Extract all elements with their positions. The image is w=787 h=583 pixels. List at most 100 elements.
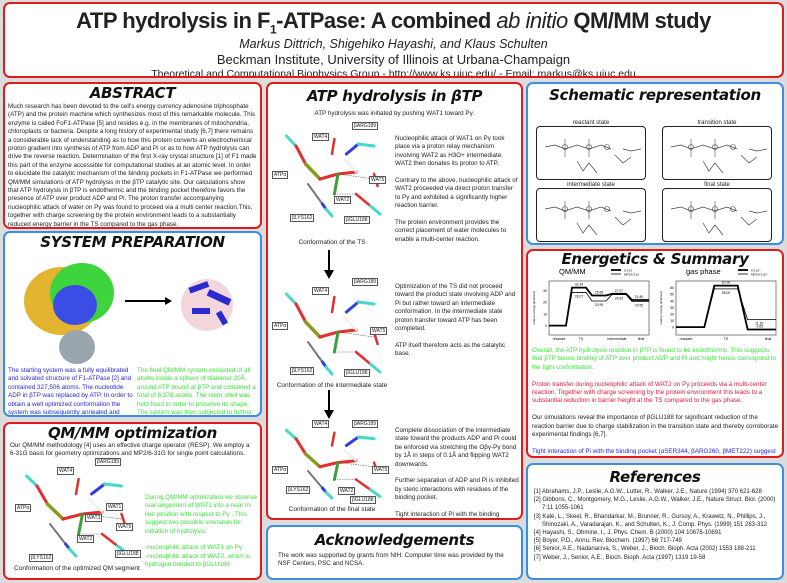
energetics-title: Energetics & Summary xyxy=(561,250,749,268)
label-wat5: WAT5 xyxy=(370,327,388,335)
title-part: -ATPase: A combined xyxy=(276,8,497,33)
x-tick-label: intermediate xyxy=(607,337,626,341)
y-tick-label: 30 xyxy=(543,289,547,293)
down-arrow-icon xyxy=(324,250,334,279)
label-glu188: βGLU188 xyxy=(115,550,141,558)
data-label: 25.68 xyxy=(595,290,603,294)
schematic-state-label: final state xyxy=(704,182,730,188)
reference-item: [1] Abrahams, J.P., Leslie, A.G.W., Lutt… xyxy=(534,489,762,495)
qmmm-title: QM/MM optimization xyxy=(47,424,218,442)
data-label: 62.96 xyxy=(722,281,730,285)
y-tick-label: 40 xyxy=(670,299,674,303)
qmmm-intro: Our QM/MM methodology [4] uses an effect… xyxy=(10,442,250,458)
intermediate-para: Optimization of the TS did not proceed t… xyxy=(395,283,516,333)
qmmm-caption: Conformation of the optimized QM segment xyxy=(14,565,140,572)
x-tick-label: reactant xyxy=(553,337,566,341)
system-left-text: The starting system was a fully equilibr… xyxy=(8,367,133,417)
ts-para: Contrary to the above, nucleophilic atta… xyxy=(395,177,518,210)
title-italic: ab initio xyxy=(496,8,568,33)
schematic-structure-drawing xyxy=(662,188,772,242)
final-caption: Conformation of the final state xyxy=(288,506,376,513)
data-label: 58.00 xyxy=(722,291,730,295)
summary-para-binding-pocket: Tight interaction of Pi with the binding… xyxy=(532,447,776,455)
final-figure: WAT4 βARG189 ATPα WAT5 WAT2 βLYS162 βGLU… xyxy=(272,420,392,505)
hydrolysis-intro: ATP hydrolysis was initiated by pushing … xyxy=(314,110,475,117)
ack-title: Acknowledgements xyxy=(314,531,475,549)
qmmm-green-text: During QM/MM optimization we observe rea… xyxy=(145,494,257,570)
label-atpa: ATPα xyxy=(272,466,289,474)
label-lys162: βLYS162 xyxy=(286,486,311,494)
ack-text: The work was supported by grants from NI… xyxy=(278,552,504,568)
summary-para-proton-transfer: Proton transfer during nucleophilic atta… xyxy=(532,380,767,405)
schematic-structure-drawing xyxy=(536,188,646,242)
x-tick-label: final xyxy=(765,337,772,341)
ts-para: The protein environment provides the cor… xyxy=(395,219,507,243)
data-label: 26.43 xyxy=(615,297,623,301)
label-wat4: WAT4 xyxy=(312,420,330,428)
schematic-structure-drawing xyxy=(536,126,646,180)
schematic-title: Schematic representation xyxy=(549,86,761,104)
x-tick-label: reactant xyxy=(680,337,693,341)
plot-frame xyxy=(548,280,650,336)
data-label: 11.30 xyxy=(755,322,763,326)
y-axis-label: relative energy [kcal/mol] xyxy=(659,291,663,324)
label-wat5: WAT5 xyxy=(116,523,134,531)
y-tick-label: 10 xyxy=(670,319,674,323)
y-tick-label: 60 xyxy=(670,286,674,290)
label-arg189: βARG189 xyxy=(352,420,379,428)
down-arrow-icon xyxy=(324,390,334,419)
reference-item: [4] Hayashi, S., Ohmine, I., J. Phys. Ch… xyxy=(534,530,722,537)
y-tick-label: 50 xyxy=(670,293,674,297)
label-glu188: βGLU188 xyxy=(350,496,376,504)
x-tick-label: TS xyxy=(724,337,729,341)
legend-label: 6-31G* xyxy=(751,269,761,273)
intermediate-text: Optimization of the TS did not proceed t… xyxy=(395,283,519,359)
system-right-text: The final QM/MM system consisted of all … xyxy=(137,367,256,417)
label-lys162: βLYS162 xyxy=(290,367,315,375)
energy-series-line xyxy=(676,288,776,328)
y-tick-label: 30 xyxy=(670,306,674,310)
title-subscript: 1 xyxy=(269,22,277,37)
ts-text: Nucleophilic attack of WAT1 on Pγ took p… xyxy=(395,135,519,244)
protein-structure-image xyxy=(24,263,233,364)
y-tick-label: 10 xyxy=(543,312,547,316)
abstract-para: Our calculations show that ATP hydrolysi… xyxy=(8,178,253,228)
energy-series-line xyxy=(549,292,649,327)
schematic-state-label: transition state xyxy=(697,120,737,126)
hydrolysis-panel: ATP hydrolysis in βTP ATP hydrolysis was… xyxy=(266,82,523,520)
title-part: ATP hydrolysis in F xyxy=(76,8,270,33)
reference-item: [3] Kalé, L., Skeel, R., Bhandarkar, M.,… xyxy=(534,513,768,528)
chart-title: gas phase xyxy=(686,267,721,276)
optimized-qm-segment-figure: WAT4 βARG189 ATPα WAT1 WAT3 WAT5 WAT2 βL… xyxy=(11,458,141,564)
plot-frame xyxy=(675,280,777,336)
ts-caption: Conformation of the TS xyxy=(298,239,366,246)
y-tick-label: 0 xyxy=(672,326,674,330)
qmmm-scenario-1: -nucleophilic attack of WAT1 on Pγ xyxy=(145,544,242,552)
label-lys162: βLYS162 xyxy=(29,554,54,562)
poster-header: ATP hydrolysis in F1-ATPase: A combined … xyxy=(3,2,784,78)
reference-item: [6] Senior, A.E., Nadanaciva, S., Weber,… xyxy=(534,546,756,553)
label-wat4: WAT4 xyxy=(57,467,75,475)
legend-label: MP2/6-31G* xyxy=(751,273,768,277)
label-wat5: WAT5 xyxy=(372,466,390,474)
energy-series-line xyxy=(549,286,649,327)
final-para: Further separation of ADP and Pi is inhi… xyxy=(395,477,519,502)
label-arg189: βARG189 xyxy=(95,458,122,466)
f1-atpase-surface xyxy=(24,263,114,364)
label-atpa: ATPα xyxy=(272,171,289,179)
abstract-panel: ABSTRACT Much research has been devoted … xyxy=(3,82,262,229)
reference-item: [2] Gibbons, C., Montgomery, M.G., Lesli… xyxy=(534,497,776,512)
institute: Beckman Institute, University of Illinoi… xyxy=(216,52,571,68)
legend-label: 6-31G xyxy=(624,269,633,273)
abstract-para: Much research has been devoted to the ce… xyxy=(8,103,257,186)
schematic-state-label: intermediate state xyxy=(567,182,615,188)
title-part: QM/MM study xyxy=(567,8,711,33)
intermediate-figure: WAT4 βARG189 ATPα WAT5 βLYS162 βGLU188 xyxy=(272,278,392,382)
y-tick-label: 20 xyxy=(543,301,547,305)
acknowledgements-panel: Acknowledgements The work was supported … xyxy=(266,525,523,580)
reference-item: [7] Weber, J., Senior, A.E., Bioch. Biop… xyxy=(534,554,706,561)
schematic-intermediate-state: intermediate state xyxy=(536,182,646,243)
y-tick-label: 0 xyxy=(545,324,547,328)
